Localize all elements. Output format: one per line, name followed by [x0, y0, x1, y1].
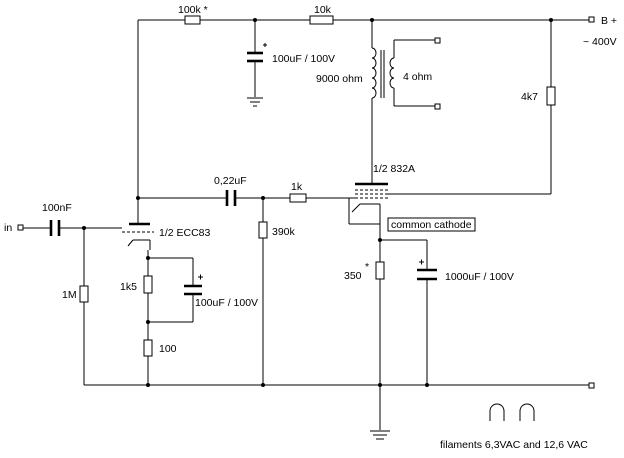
junction-dot	[146, 256, 150, 260]
tube-ecc83	[122, 222, 154, 250]
junction-dot	[146, 383, 150, 387]
label-390k: 390k	[272, 226, 296, 238]
input-capacitor	[23, 220, 122, 236]
tube-832a	[348, 182, 388, 225]
input-terminal	[17, 224, 24, 231]
interstage-wiring	[138, 190, 355, 206]
junction-dot	[146, 320, 150, 324]
label-coupling-cap: 0,22uF	[214, 175, 247, 187]
label-832a: 1/2 832A	[373, 163, 415, 175]
label-b-plus: B +	[601, 15, 617, 27]
filter-capacitor	[247, 20, 267, 97]
ground-terminal	[588, 382, 595, 389]
b-plus-rail	[137, 19, 590, 224]
label-pre-cathode-cap: 100uF / 100V	[195, 297, 258, 309]
b-plus-terminal	[588, 16, 595, 23]
label-1m: 1M	[62, 289, 77, 301]
junction-dot	[261, 383, 265, 387]
pre-cathode-network	[143, 250, 203, 385]
label-1k: 1k	[291, 181, 303, 193]
resistor-100k	[184, 15, 201, 25]
label-10k: 10k	[314, 4, 332, 16]
label-filaments: filaments 6,3VAC and 12,6 VAC	[440, 439, 588, 451]
speaker-terminal	[434, 103, 441, 110]
junction-dot	[136, 196, 140, 200]
label-100: 100	[159, 343, 177, 355]
speaker-terminal	[434, 37, 441, 44]
label-input: in	[4, 222, 12, 234]
resistor-390k	[258, 198, 268, 385]
label-100k: 100k *	[178, 4, 208, 16]
output-transformer	[371, 20, 436, 184]
label-ecc83: 1/2 ECC83	[159, 227, 211, 239]
label-100nf: 100nF	[42, 202, 72, 214]
junction-dot	[425, 383, 429, 387]
resistor-1m	[79, 228, 89, 385]
ground-symbol	[370, 430, 390, 440]
filament-symbol	[489, 403, 535, 421]
label-1k5: 1k5	[120, 281, 137, 293]
label-power-cathode-cap: 1000uF / 100V	[445, 271, 514, 283]
ground-symbol	[247, 97, 263, 107]
junction-dot	[378, 383, 382, 387]
label-common-cathode: common cathode	[391, 219, 472, 231]
label-primary: 9000 ohm	[316, 73, 363, 85]
common-cathode-box	[387, 217, 476, 232]
label-secondary: 4 ohm	[403, 71, 432, 83]
resistor-10k	[309, 15, 334, 25]
label-350: 350	[344, 270, 362, 282]
label-4k7: 4k7	[521, 91, 538, 103]
label-350-star: *	[365, 261, 369, 273]
label-filter-cap: 100uF / 100V	[272, 53, 335, 65]
power-cathode-network	[375, 224, 437, 430]
label-voltage: ~ 400V	[583, 36, 617, 48]
resistor-4k7	[388, 20, 556, 195]
